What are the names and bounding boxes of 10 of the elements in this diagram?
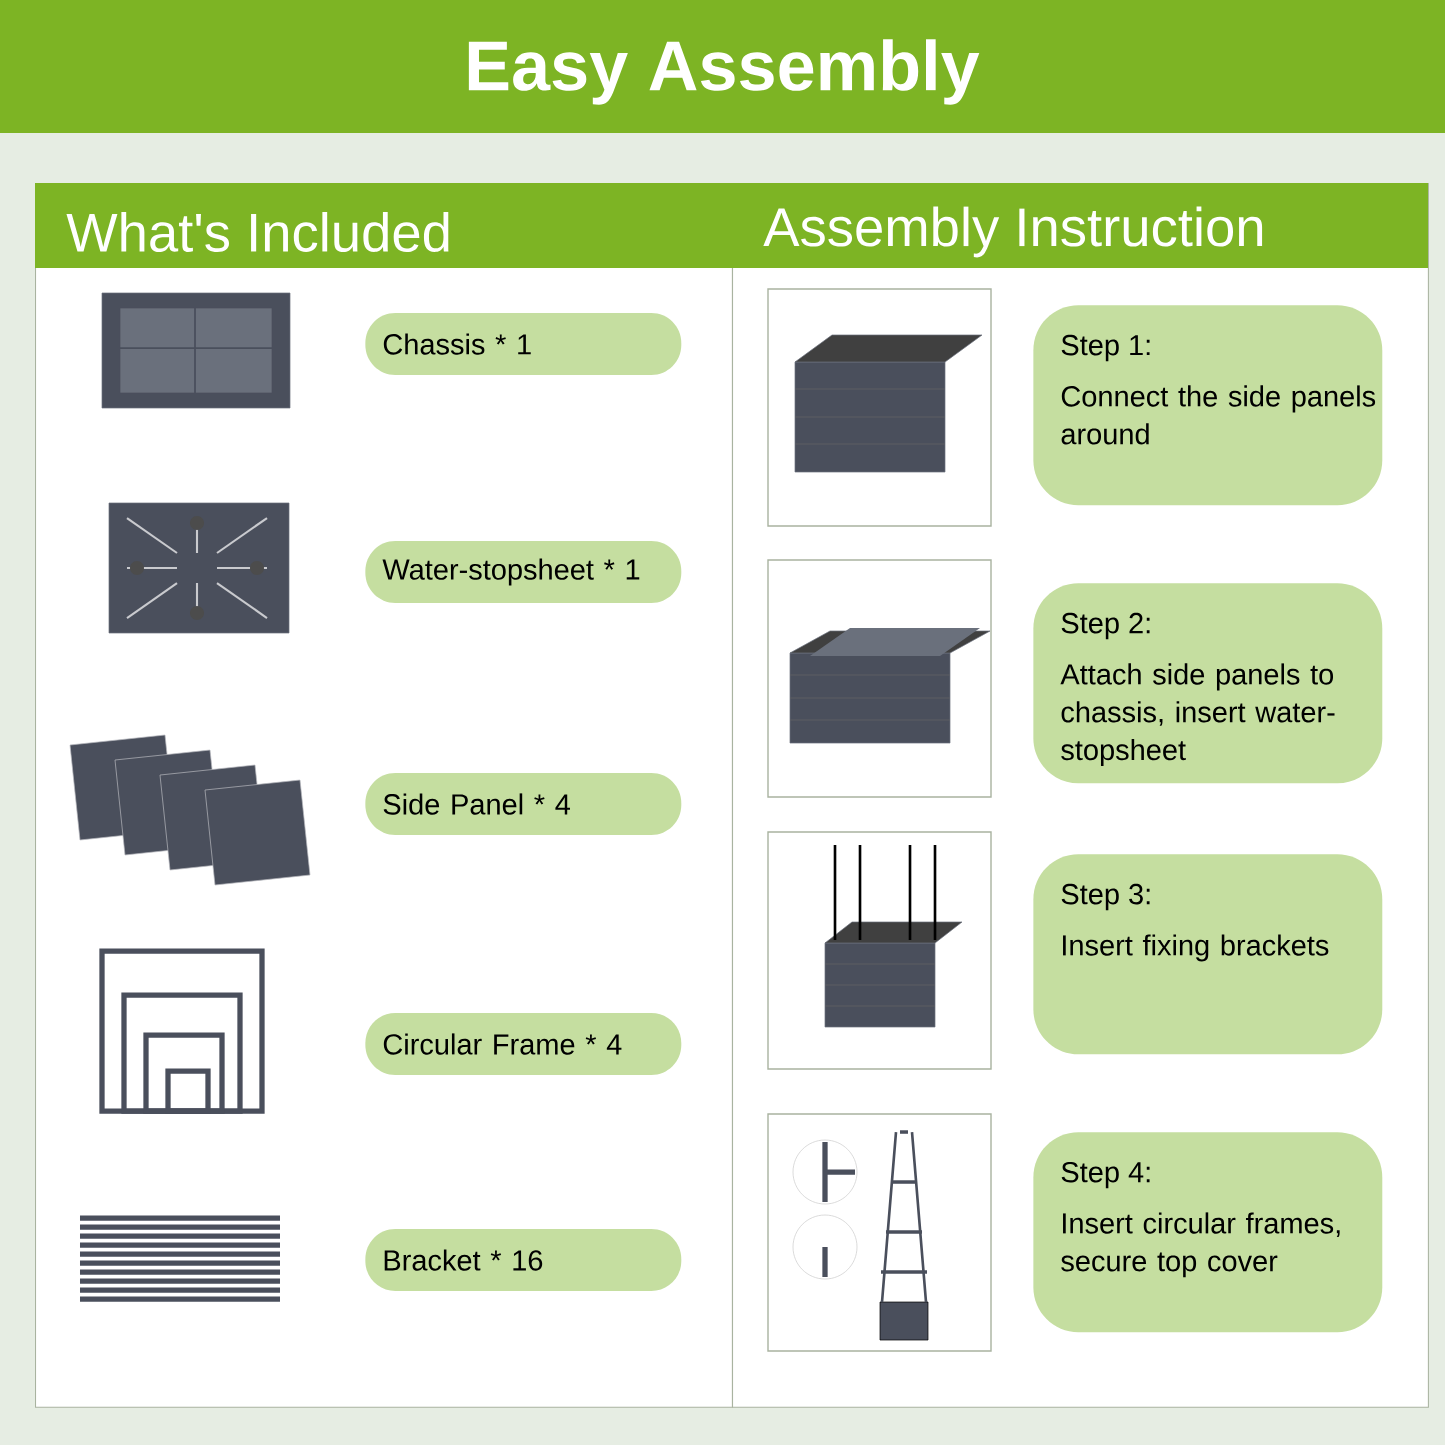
step-box: Step 4: Insert circular frames, secure top cover	[1033, 1132, 1383, 1333]
item-label: Side Panel * 4	[365, 773, 682, 835]
title-banner: Easy Assembly	[0, 0, 1445, 133]
step-box: Step 2: Attach side panels to chassis, insert water-stopsheet	[1033, 583, 1383, 784]
step-box: Step 1: Connect the side panels around	[1033, 305, 1383, 506]
step-box: Step 3: Insert fixing brackets	[1033, 854, 1383, 1055]
item-label: Water-stopsheet * 1	[365, 541, 682, 603]
item-label: Circular Frame * 4	[365, 1013, 682, 1075]
item-label: Chassis * 1	[365, 313, 682, 375]
item-label: Bracket * 16	[365, 1229, 682, 1291]
